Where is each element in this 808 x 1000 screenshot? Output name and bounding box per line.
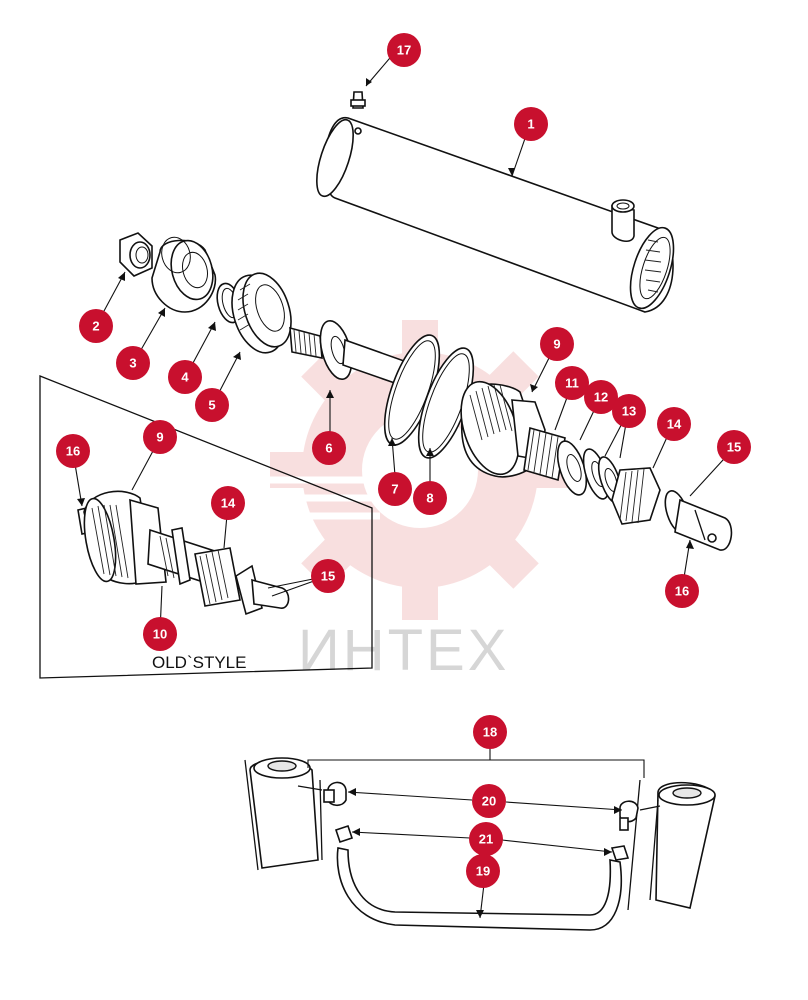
svg-text:16: 16 <box>66 444 80 459</box>
callout-1: 1 <box>514 107 548 141</box>
callout-9: 9 <box>540 327 574 361</box>
callout-5: 5 <box>195 388 229 422</box>
piston-nut <box>611 467 661 525</box>
svg-text:15: 15 <box>321 569 335 584</box>
svg-text:18: 18 <box>483 725 497 740</box>
callout-15: 15 <box>717 430 751 464</box>
svg-text:9: 9 <box>156 430 163 445</box>
piston <box>460 380 546 478</box>
callout-7: 7 <box>378 472 412 506</box>
watermark-text: ИНТЕХ <box>298 618 509 683</box>
callout-16-inset: 16 <box>56 434 90 468</box>
svg-text:7: 7 <box>391 482 398 497</box>
callout-6: 6 <box>312 431 346 465</box>
threaded-collar <box>231 272 292 354</box>
callout-21: 21 <box>469 822 503 856</box>
svg-text:10: 10 <box>153 627 167 642</box>
cylinder-barrel <box>316 117 675 313</box>
old-style-inset: OLD`STYLE <box>39 375 373 679</box>
svg-text:19: 19 <box>476 864 490 879</box>
callout-3: 3 <box>116 346 150 380</box>
callout-16: 16 <box>665 574 699 608</box>
callout-2: 2 <box>79 309 113 343</box>
svg-text:4: 4 <box>181 370 189 385</box>
callout-14-inset: 14 <box>211 486 245 520</box>
callout-9-inset: 9 <box>143 420 177 454</box>
rod-end-clevis <box>664 490 733 551</box>
callout-8: 8 <box>413 481 447 515</box>
svg-text:14: 14 <box>667 417 682 432</box>
callout-12: 12 <box>584 380 618 414</box>
svg-text:3: 3 <box>129 356 136 371</box>
svg-text:16: 16 <box>675 584 689 599</box>
callout-15-inset: 15 <box>311 559 345 593</box>
callout-14: 14 <box>657 407 691 441</box>
svg-text:5: 5 <box>208 398 215 413</box>
callout-17: 17 <box>387 33 421 67</box>
svg-text:13: 13 <box>622 404 636 419</box>
spacer-seal <box>523 426 566 482</box>
callout-11: 11 <box>555 366 589 400</box>
gland <box>151 236 217 313</box>
svg-text:20: 20 <box>482 794 496 809</box>
svg-text:8: 8 <box>426 491 433 506</box>
callout-13: 13 <box>612 394 646 428</box>
old-style-label: OLD`STYLE <box>152 653 246 672</box>
grease-fitting <box>350 91 366 109</box>
lock-nut <box>119 232 153 277</box>
svg-text:11: 11 <box>565 376 579 391</box>
svg-text:17: 17 <box>397 43 411 58</box>
callout-10: 10 <box>143 617 177 651</box>
callout-19: 19 <box>466 854 500 888</box>
svg-text:14: 14 <box>221 496 236 511</box>
svg-text:12: 12 <box>594 390 608 405</box>
svg-text:2: 2 <box>92 319 99 334</box>
hose-assembly-view <box>244 757 716 931</box>
callout-18: 18 <box>473 715 507 749</box>
svg-text:21: 21 <box>479 832 493 847</box>
svg-text:9: 9 <box>553 337 560 352</box>
callout-4: 4 <box>168 360 202 394</box>
callout-20: 20 <box>472 784 506 818</box>
svg-text:6: 6 <box>325 441 332 456</box>
svg-text:1: 1 <box>527 117 534 132</box>
svg-text:15: 15 <box>727 440 741 455</box>
